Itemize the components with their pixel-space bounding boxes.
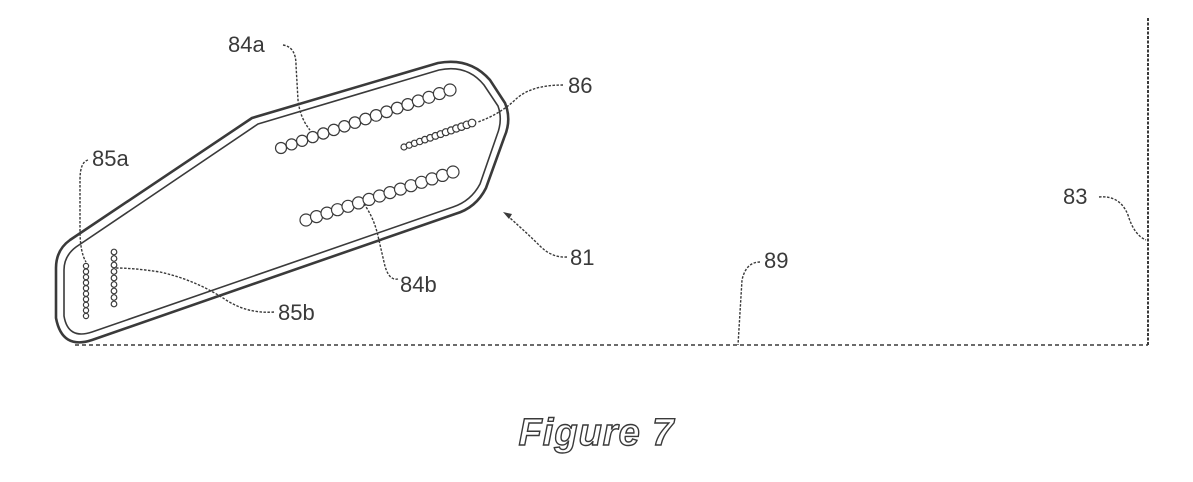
hole bbox=[467, 118, 477, 128]
hole bbox=[274, 141, 288, 155]
leader-86 bbox=[477, 84, 564, 123]
hole bbox=[110, 248, 118, 256]
hole bbox=[285, 138, 298, 151]
hole bbox=[110, 255, 118, 262]
label-86: 86 bbox=[568, 73, 592, 98]
hole bbox=[110, 294, 118, 301]
figure-caption: Figure 7 bbox=[518, 411, 675, 454]
hole bbox=[82, 268, 90, 275]
hole bbox=[380, 105, 394, 119]
hole bbox=[82, 290, 90, 297]
hole bbox=[82, 312, 90, 320]
hole-row-84b bbox=[299, 165, 460, 227]
label-84a: 84a bbox=[228, 32, 265, 57]
hole bbox=[369, 109, 383, 122]
hole bbox=[82, 307, 90, 314]
hole bbox=[338, 120, 351, 133]
body-outline-81 bbox=[54, 60, 510, 344]
leader-85b bbox=[115, 267, 275, 313]
arrowhead-81 bbox=[503, 212, 512, 219]
label-85b: 85b bbox=[278, 300, 315, 325]
hole bbox=[317, 127, 330, 140]
leader-lines bbox=[79, 44, 1147, 346]
hole bbox=[390, 101, 404, 115]
label-83: 83 bbox=[1063, 184, 1087, 209]
hole bbox=[82, 285, 90, 292]
hole bbox=[446, 165, 460, 179]
hole bbox=[82, 273, 90, 281]
leader-84b bbox=[363, 203, 399, 280]
leader-83 bbox=[1098, 196, 1147, 241]
label-84b: 84b bbox=[400, 272, 437, 297]
hole bbox=[110, 261, 118, 269]
hole bbox=[82, 262, 90, 270]
hole bbox=[110, 281, 118, 288]
hole bbox=[327, 123, 341, 137]
leader-89 bbox=[737, 261, 761, 346]
label-81: 81 bbox=[570, 245, 594, 270]
hole bbox=[295, 134, 309, 147]
hole bbox=[82, 296, 90, 303]
label-85a: 85a bbox=[92, 146, 129, 171]
label-89: 89 bbox=[764, 248, 788, 273]
hole-column-85b bbox=[110, 248, 118, 308]
hole bbox=[348, 116, 362, 129]
hole-row-84a bbox=[274, 83, 457, 155]
hole bbox=[306, 130, 319, 144]
hole bbox=[82, 279, 90, 286]
hole bbox=[110, 300, 118, 308]
hole-row-86 bbox=[400, 118, 477, 151]
hole-column-85a bbox=[82, 262, 90, 320]
hole bbox=[110, 268, 118, 275]
hole bbox=[110, 274, 118, 282]
leader-81 bbox=[509, 217, 568, 258]
hole bbox=[359, 112, 372, 126]
leader-85a bbox=[79, 159, 89, 263]
hole bbox=[82, 301, 90, 309]
leader-84a bbox=[282, 44, 311, 131]
hole bbox=[110, 287, 118, 295]
hole bbox=[443, 83, 457, 97]
